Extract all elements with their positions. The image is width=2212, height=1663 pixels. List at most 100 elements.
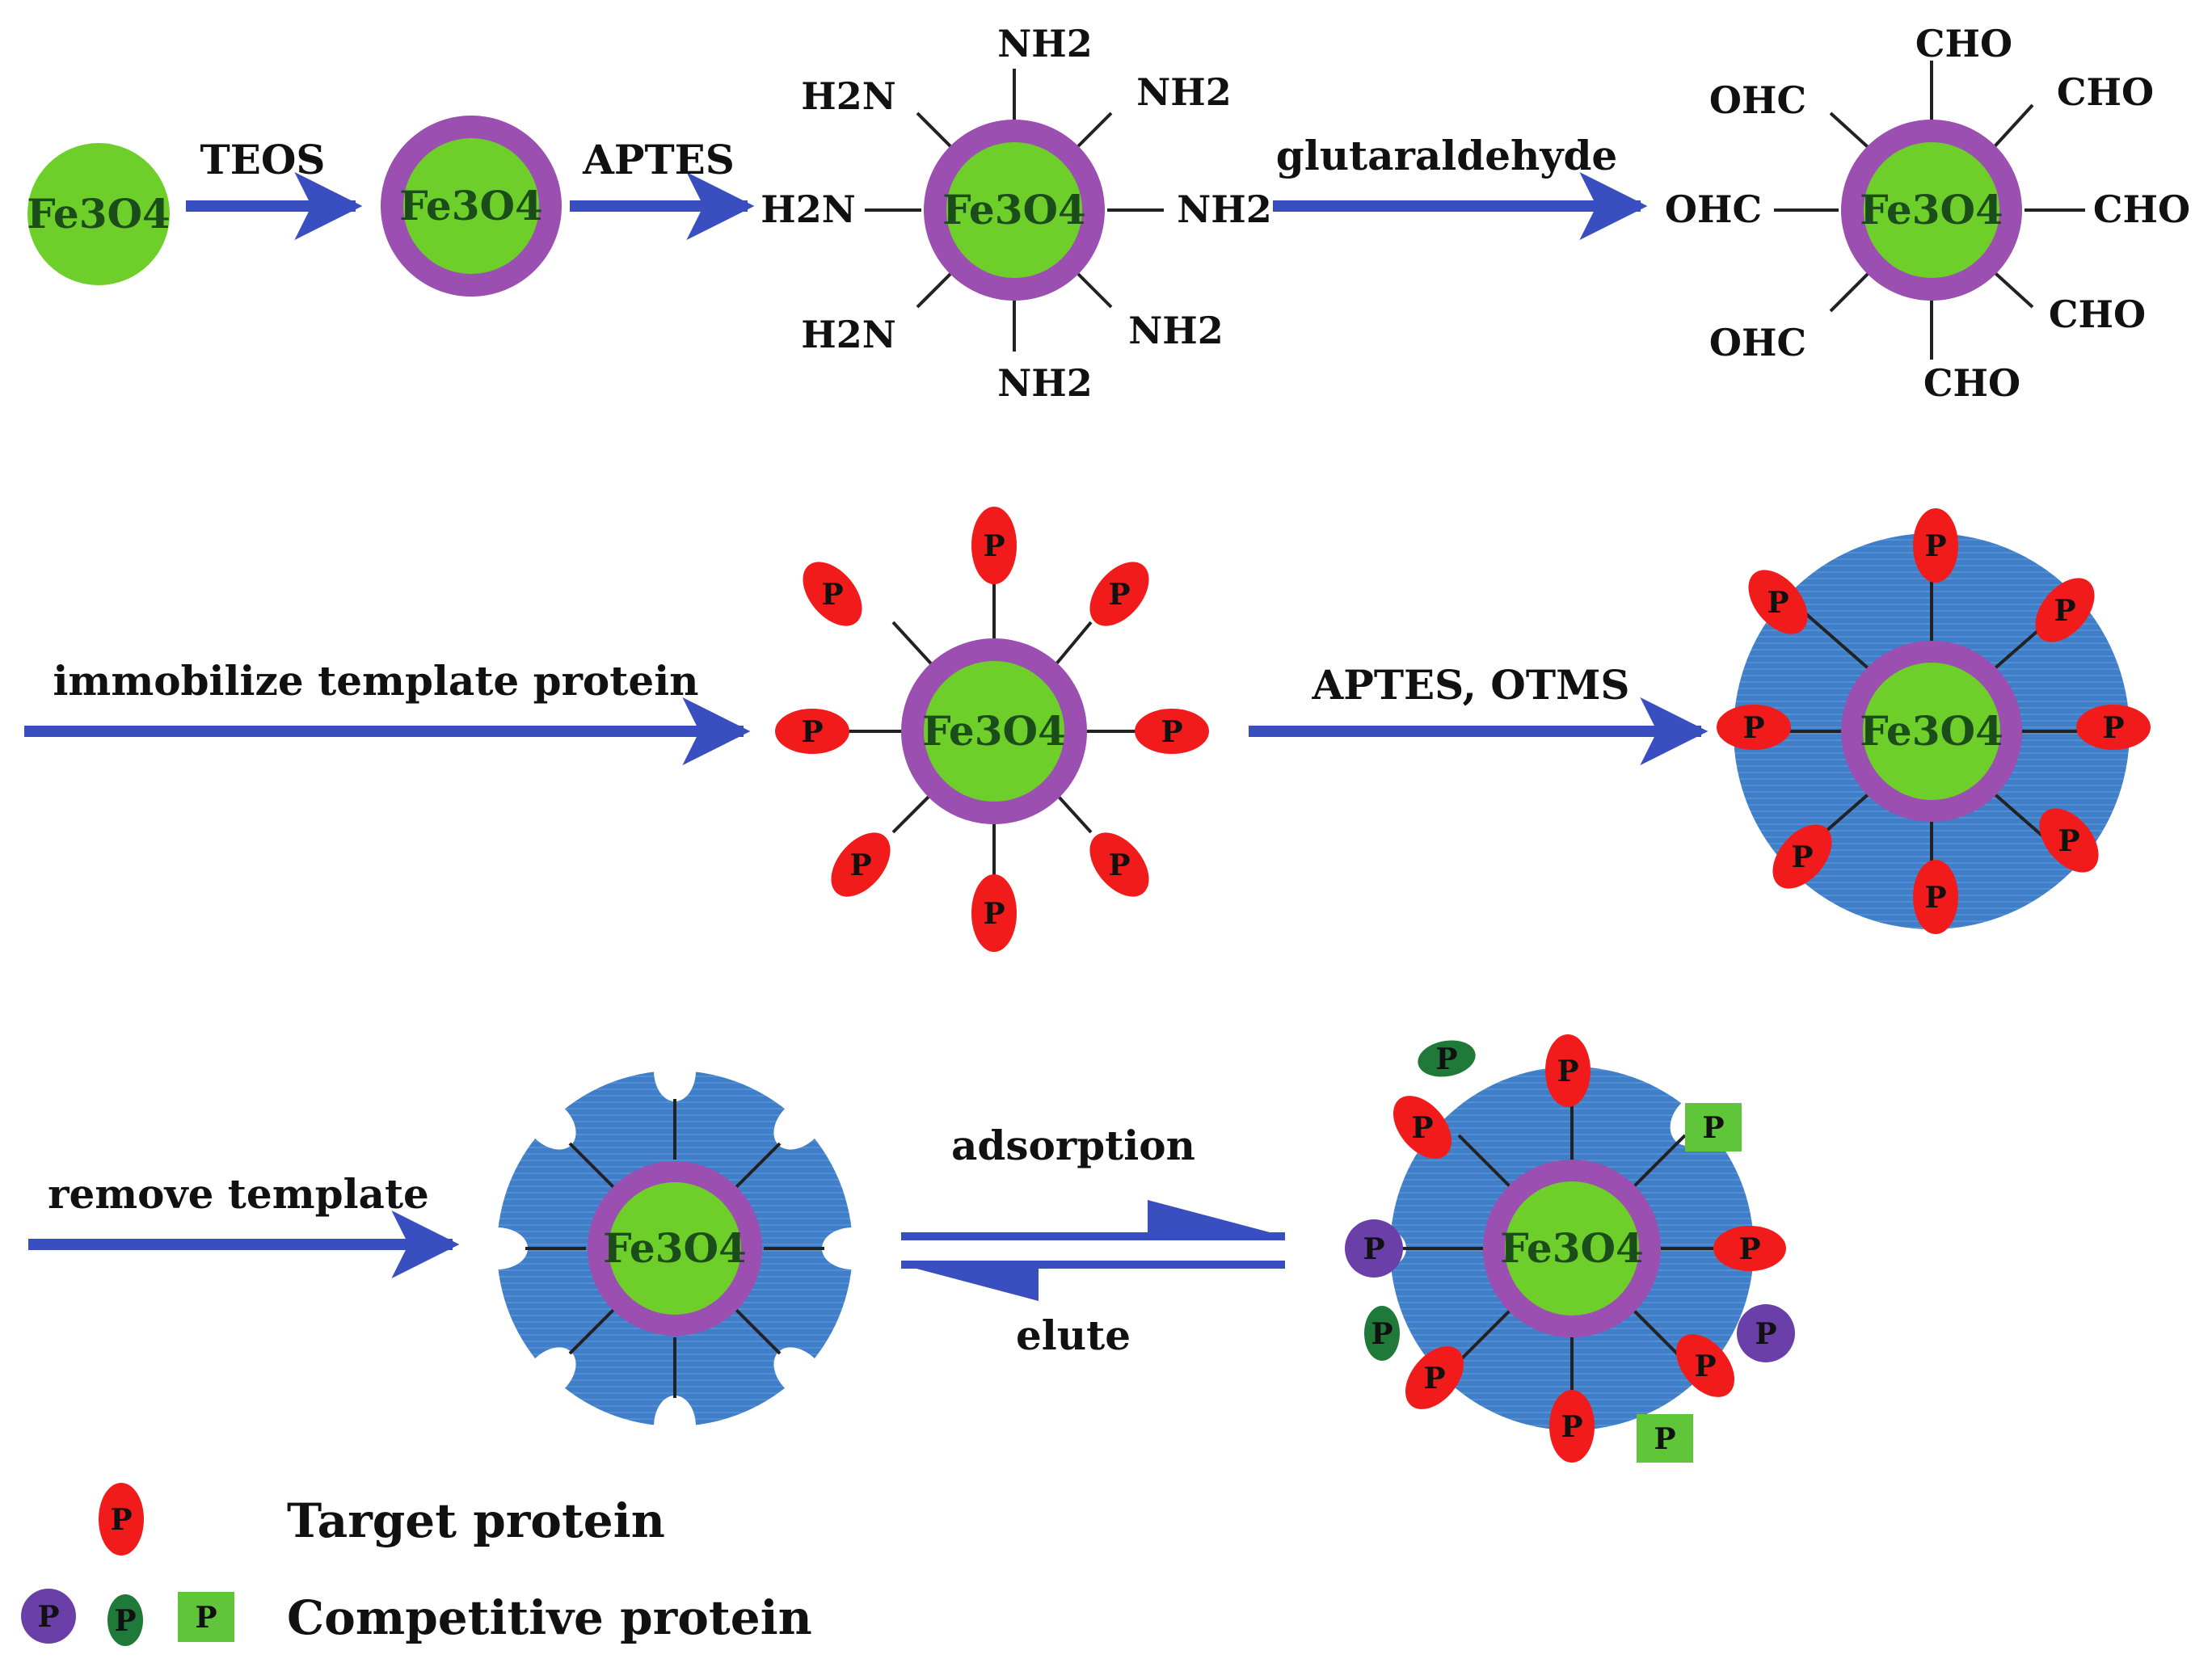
protein-label: P: [1924, 529, 1946, 563]
amine-group: NH2: [997, 22, 1093, 65]
imprinted-cavity: [466, 1227, 528, 1269]
adsorption-elute-equilibrium: adsorption elute: [901, 1122, 1285, 1359]
protein-label: P: [1423, 1362, 1445, 1396]
protein-label: P: [1108, 578, 1130, 612]
target-protein: P: [1913, 860, 1958, 934]
target-protein: P: [1393, 1096, 1452, 1159]
protein-label: P: [110, 1503, 132, 1537]
target-protein: P: [1549, 1390, 1595, 1463]
amine-group: NH2: [997, 361, 1093, 405]
target-protein: P: [1089, 832, 1149, 897]
aldehyde-group: CHO: [1915, 22, 2012, 65]
silica-coated-particle: Fe3O4: [381, 116, 562, 297]
target-protein: P: [1089, 562, 1149, 626]
remove-template-label: remove template: [48, 1170, 429, 1218]
aptes-step: APTES: [570, 136, 755, 240]
core-label: Fe3O4: [922, 707, 1066, 755]
protein-label: P: [2102, 711, 2124, 745]
protein-label: P: [1161, 715, 1182, 749]
elute-label: elute: [1016, 1311, 1131, 1359]
target-protein: P: [2039, 808, 2099, 873]
target-protein: P: [803, 562, 862, 626]
template-bound-particle: Fe3O4 P P P P P P P P: [775, 507, 1209, 952]
legend-competitive-drop-symbol: P: [107, 1594, 143, 1646]
imprinted-particle-with-template: Fe3O4 P P P P P P P P: [1717, 508, 2151, 934]
core-label: Fe3O4: [1860, 186, 2003, 234]
target-protein: P: [775, 709, 849, 754]
legend: P Target protein P P P Competitive prote…: [21, 1483, 812, 1646]
core-label: Fe3O4: [1860, 707, 2003, 755]
amine-group: NH2: [1128, 309, 1224, 352]
aptes-label: APTES: [582, 136, 735, 183]
protein-label: P: [1654, 1422, 1675, 1456]
aldehyde-group: OHC: [1665, 187, 1762, 231]
core-label: Fe3O4: [942, 186, 1086, 234]
protein-label: P: [1742, 711, 1764, 745]
protein-label: P: [1738, 1232, 1760, 1266]
glutaraldehyde-label: glutaraldehyde: [1276, 132, 1618, 179]
target-protein: P: [2076, 705, 2151, 750]
core-label: Fe3O4: [399, 182, 543, 229]
protein-label: P: [1363, 1232, 1384, 1266]
protein-label: P: [801, 715, 823, 749]
legend-competitive-square-symbol: P: [178, 1592, 234, 1642]
imprinted-cavity: [773, 1097, 827, 1150]
legend-competitive-label: Competitive protein: [287, 1590, 812, 1645]
target-protein: P: [1713, 1226, 1786, 1271]
protein-label: P: [1755, 1317, 1776, 1351]
imprinted-cavity: [523, 1347, 576, 1400]
target-protein: P: [1545, 1034, 1591, 1107]
protein-label: P: [114, 1604, 136, 1638]
imprinted-cavity: [773, 1347, 827, 1400]
aldehyde-group: CHO: [1923, 361, 2020, 405]
aldehyde-group: OHC: [1709, 78, 1806, 122]
aldehyde-group: CHO: [2093, 187, 2190, 231]
target-protein: P: [1913, 508, 1958, 583]
core-label: Fe3O4: [1500, 1224, 1644, 1272]
target-protein: P: [831, 832, 891, 897]
imprinted-cavity: [523, 1097, 576, 1150]
amine-group: H2N: [761, 187, 856, 231]
immobilize-step: immobilize template protein: [24, 657, 751, 765]
protein-label: P: [1371, 1317, 1393, 1351]
target-protein: P: [1405, 1346, 1464, 1409]
target-protein: P: [971, 507, 1017, 584]
competitive-protein-drop: P: [1364, 1306, 1400, 1361]
core-label: Fe3O4: [27, 190, 171, 238]
protein-label: P: [983, 529, 1005, 563]
amine-group: H2N: [801, 313, 896, 356]
rebound-particle: Fe3O4 P P P P P P P P P P P P: [1342, 1034, 1795, 1463]
aldehyde-group: CHO: [2049, 293, 2146, 336]
protein-label: P: [1108, 848, 1130, 882]
competitive-protein-round: P: [1345, 1219, 1403, 1278]
core-label: Fe3O4: [603, 1224, 747, 1272]
aldehyde-group: OHC: [1709, 321, 1806, 364]
amine-functionalized-particle: Fe3O4 NH2 NH2 NH2 NH2 NH2 H2N H2N H2N: [761, 22, 1272, 405]
protein-label: P: [1702, 1111, 1724, 1145]
competitive-protein-round: P: [1737, 1304, 1795, 1362]
target-protein: P: [1748, 570, 1808, 634]
protein-label: P: [1435, 1042, 1457, 1076]
legend-competitive-round-symbol: P: [21, 1589, 76, 1644]
competitive-protein-square: P: [1685, 1103, 1742, 1151]
protein-label: P: [1561, 1410, 1582, 1444]
target-protein: P: [2035, 578, 2095, 642]
legend-target-label: Target protein: [287, 1493, 665, 1548]
protein-label: P: [37, 1600, 59, 1634]
protein-label: P: [2058, 824, 2079, 858]
protein-label: P: [1557, 1055, 1578, 1088]
target-protein: P: [1772, 824, 1832, 889]
immobilize-label: immobilize template protein: [53, 657, 698, 705]
imprinted-cavity: [654, 1396, 696, 1457]
legend-target-protein-symbol: P: [99, 1483, 144, 1556]
aldehyde-group: CHO: [2057, 70, 2154, 114]
target-protein: P: [971, 874, 1017, 952]
protein-label: P: [1767, 586, 1789, 620]
aldehyde-functionalized-particle: Fe3O4 CHO CHO CHO CHO CHO OHC OHC OHC: [1665, 22, 2190, 405]
imprinted-cavity: [654, 1040, 696, 1101]
target-protein: P: [1675, 1334, 1735, 1397]
target-protein: P: [1717, 705, 1791, 750]
glutaraldehyde-step: glutaraldehyde: [1273, 132, 1648, 240]
imprinted-cavity: [822, 1227, 883, 1269]
